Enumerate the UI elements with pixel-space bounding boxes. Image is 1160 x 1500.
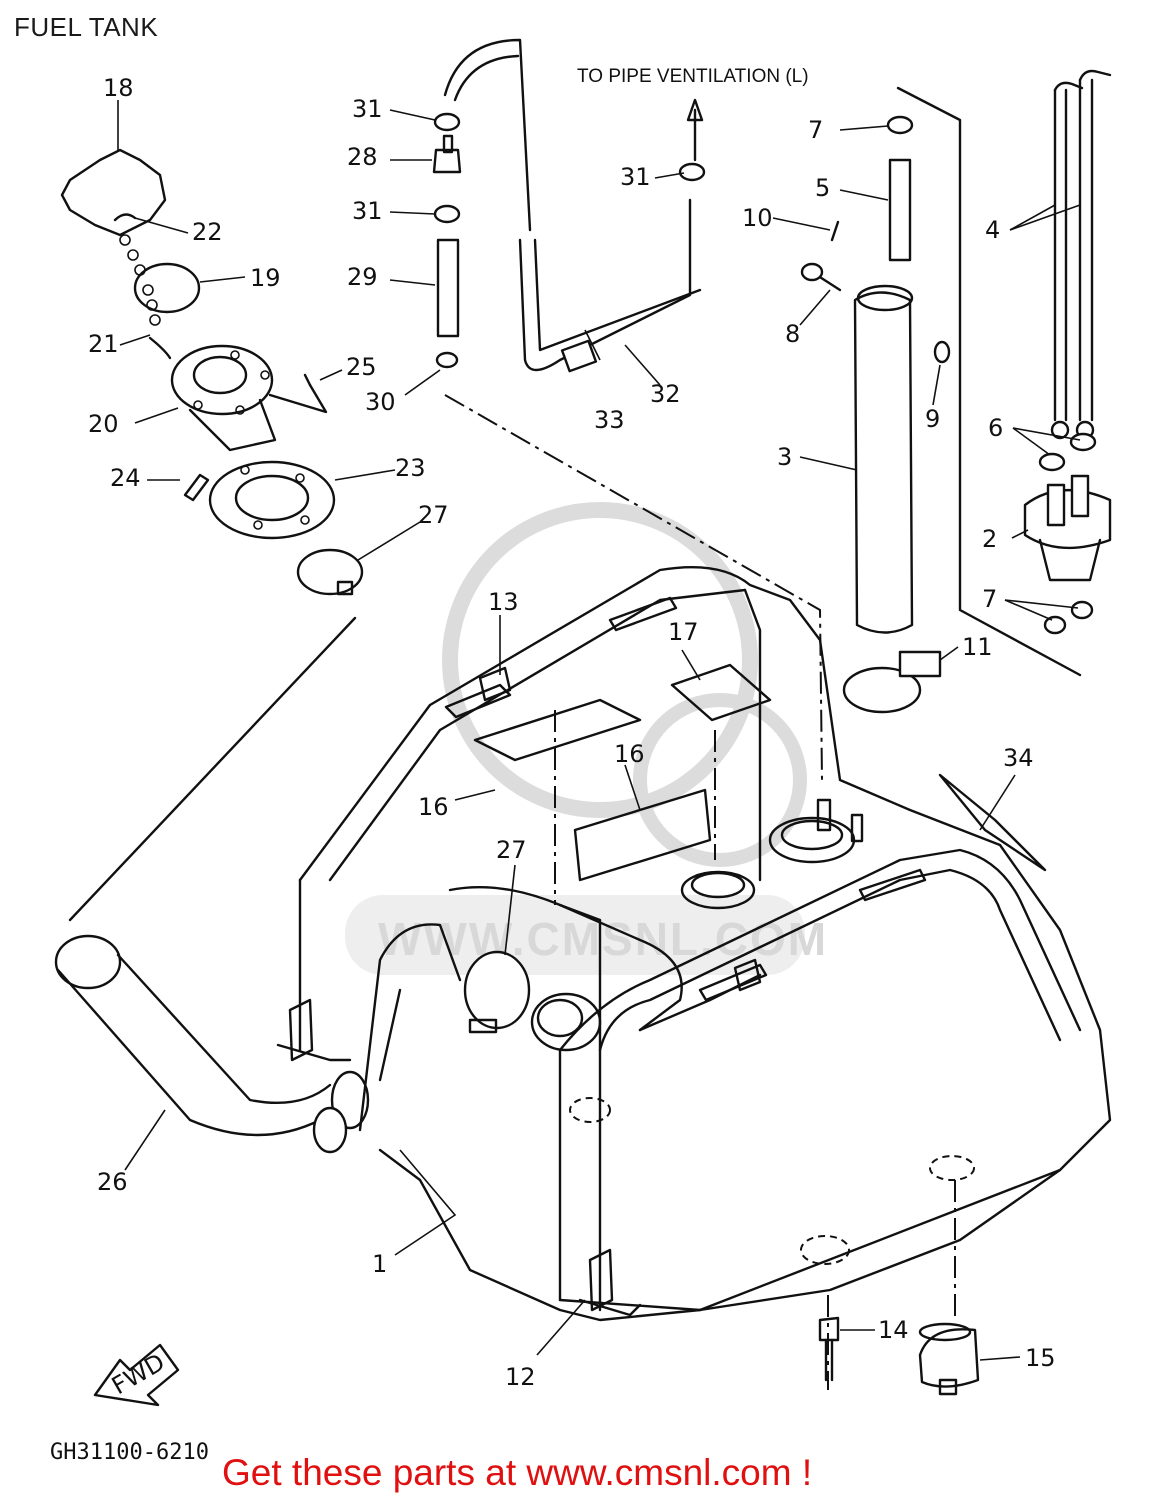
callout-7-top: 7 <box>808 116 823 144</box>
ventilation-note: TO PIPE VENTILATION (L) <box>577 66 809 87</box>
leader-lines <box>117 100 1081 1361</box>
callout-11: 11 <box>962 633 993 661</box>
callout-25: 25 <box>346 353 377 381</box>
filler-hose <box>54 923 462 1154</box>
diagram-code: GH31100-6210 <box>50 1440 209 1465</box>
hose-clamp-27 <box>68 548 531 1034</box>
callout-2: 2 <box>982 525 997 553</box>
callout-27-bottom: 27 <box>496 836 527 864</box>
callout-28: 28 <box>347 143 378 171</box>
fuel-tank-body <box>276 565 1112 1322</box>
callout-30: 30 <box>365 388 396 416</box>
callout-14: 14 <box>878 1316 909 1344</box>
fuel-pump-pipes <box>1023 69 1112 635</box>
callout-10: 10 <box>742 204 773 232</box>
callout-34: 34 <box>1003 744 1034 772</box>
fwd-arrow: FWD <box>93 1343 180 1407</box>
callout-22: 22 <box>192 218 223 246</box>
callout-16-left: 16 <box>418 793 449 821</box>
callout-21: 21 <box>88 330 119 358</box>
watermark-text: WWW.CMSNL.COM <box>378 913 828 965</box>
callout-27-top: 27 <box>418 501 449 529</box>
callout-15: 15 <box>1025 1344 1056 1372</box>
callout-31-c: 31 <box>620 163 651 191</box>
callout-24: 24 <box>110 464 141 492</box>
promo-link[interactable]: Get these parts at www.cmsnl.com ! <box>222 1452 813 1493</box>
callout-13: 13 <box>488 588 519 616</box>
callout-19: 19 <box>250 264 281 292</box>
callout-6: 6 <box>988 414 1003 442</box>
diagram-title: FUEL TANK <box>14 12 159 42</box>
callouts: 1 2 3 4 5 6 7 7 8 9 10 11 12 13 14 15 16… <box>88 66 1056 1391</box>
callout-7-bottom: 7 <box>982 585 997 613</box>
pump-tube <box>800 86 1082 714</box>
watermark: WWW.CMSNL.COM <box>345 502 828 975</box>
callout-9: 9 <box>925 405 940 433</box>
callout-23: 23 <box>395 454 426 482</box>
callout-1: 1 <box>372 1250 387 1278</box>
assembly-centerlines <box>444 394 956 1390</box>
filler-cap <box>60 148 201 360</box>
callout-20: 20 <box>88 410 119 438</box>
callout-12: 12 <box>505 1363 536 1391</box>
callout-26: 26 <box>97 1168 128 1196</box>
callout-5: 5 <box>815 174 830 202</box>
callout-31-b: 31 <box>352 197 383 225</box>
callout-17: 17 <box>668 618 699 646</box>
vent-hoses <box>432 38 706 373</box>
callout-32: 32 <box>650 380 681 408</box>
mount-parts <box>818 773 1047 1396</box>
callout-33: 33 <box>594 406 625 434</box>
callout-4: 4 <box>985 216 1000 244</box>
callout-8: 8 <box>785 320 800 348</box>
callout-3: 3 <box>777 443 792 471</box>
callout-16-right: 16 <box>614 740 645 768</box>
decal-labels <box>473 663 772 882</box>
callout-18: 18 <box>103 74 134 102</box>
callout-29: 29 <box>347 263 378 291</box>
callout-31-a: 31 <box>352 95 383 123</box>
filler-neck <box>170 344 336 540</box>
